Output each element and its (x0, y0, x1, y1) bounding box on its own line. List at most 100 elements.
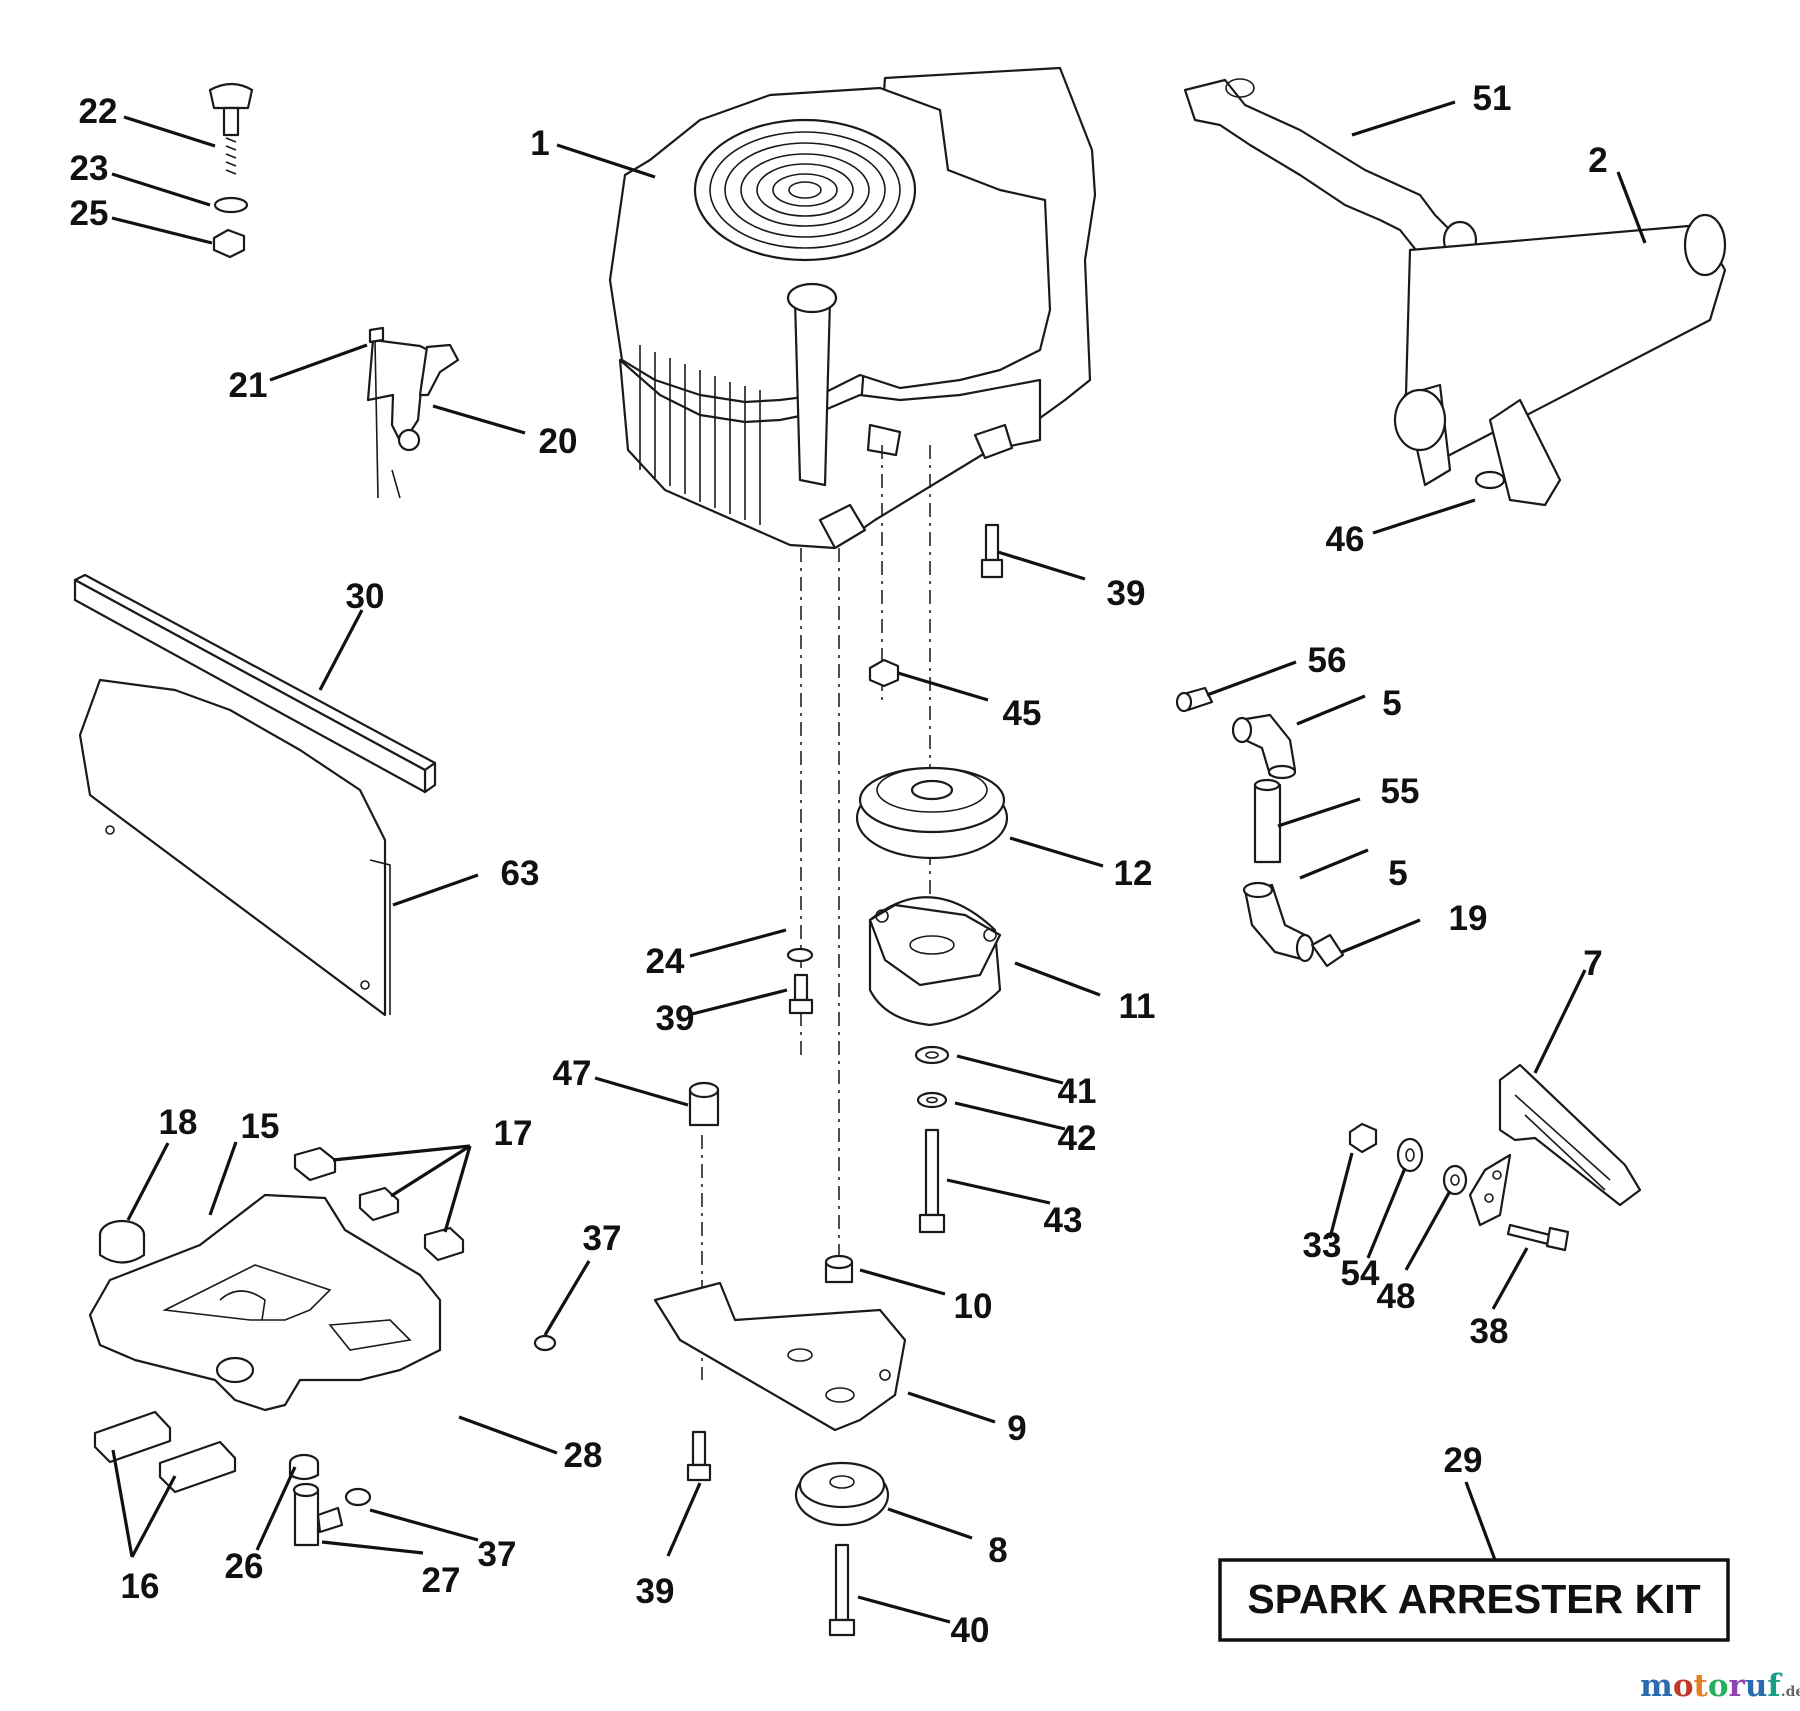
leader-26 (255, 1466, 297, 1551)
callout-2: 2 (1588, 141, 1607, 180)
callout-8: 8 (988, 1531, 1007, 1570)
panel-part (78, 678, 391, 1017)
callout-45: 45 (1003, 694, 1042, 733)
pad-17c-part (423, 1226, 465, 1262)
clamp-37a-part (533, 1334, 557, 1352)
pad-16a-part (93, 1410, 172, 1464)
callout-24: 24 (646, 942, 685, 981)
callout-5b: 5 (1388, 854, 1407, 893)
washer-48-part (1442, 1164, 1468, 1196)
nut-33-part (1348, 1122, 1378, 1154)
bolt-39-bottom-part (686, 1430, 712, 1482)
leader-24 (689, 928, 787, 958)
leader-38 (1491, 1247, 1529, 1310)
callout-33: 33 (1303, 1226, 1342, 1265)
pad-17a-part (293, 1146, 337, 1182)
watermark-text: motoruf.de (1640, 1668, 1800, 1704)
callout-39b: 39 (656, 999, 695, 1038)
grommet-26-part (288, 1453, 320, 1481)
leader-1 (556, 143, 656, 179)
bolt-40-part (828, 1543, 856, 1637)
leader-10 (859, 1268, 946, 1296)
leader-39c (666, 1482, 702, 1557)
callout-47: 47 (553, 1054, 592, 1093)
bracket-9-part (653, 1281, 907, 1432)
callout-29: 29 (1444, 1441, 1483, 1480)
washer-42-part (916, 1091, 948, 1109)
leader-29 (1464, 1481, 1497, 1561)
callout-22: 22 (79, 92, 118, 131)
callout-18: 18 (159, 1103, 198, 1142)
callout-42: 42 (1058, 1119, 1097, 1158)
spark-arrester-kit-label: SPARK ARRESTER KIT (1247, 1576, 1700, 1622)
bolt-43-part (918, 1128, 946, 1234)
callout-16: 16 (121, 1567, 160, 1606)
fuel-line-28-part (383, 1342, 536, 1497)
leader-19 (1341, 918, 1421, 954)
bracket-7-part (1468, 1063, 1642, 1227)
leader-30 (318, 609, 364, 691)
bolt-39-right-part (980, 523, 1004, 579)
callout-10: 10 (954, 1287, 993, 1326)
engine-part (608, 66, 1097, 550)
callout-56: 56 (1308, 641, 1347, 680)
leader-37b (369, 1508, 479, 1542)
leader-17a (332, 1144, 471, 1162)
callout-25: 25 (70, 194, 109, 233)
callout-48: 48 (1377, 1277, 1416, 1316)
leader-12 (1009, 836, 1104, 868)
leader-7 (1533, 969, 1587, 1074)
leader-lines (111, 100, 1647, 1624)
callout-1: 1 (530, 124, 549, 163)
bushing-10-part (824, 1254, 854, 1284)
leader-54 (1366, 1167, 1407, 1259)
plug-19-part (1310, 933, 1345, 968)
nipple-56-part (1175, 686, 1214, 713)
leader-41 (956, 1054, 1064, 1085)
fuel-tank-part (88, 1193, 442, 1412)
elbow-5a-part (1231, 713, 1297, 780)
pulley-8-part (794, 1461, 890, 1527)
washer-41-part (914, 1045, 950, 1065)
pad-16b-part (158, 1440, 237, 1494)
leader-48 (1404, 1190, 1452, 1271)
leader-18 (126, 1142, 170, 1221)
callout-37a: 37 (583, 1219, 622, 1258)
callout-37b: 37 (478, 1535, 517, 1574)
leader-37a (543, 1260, 591, 1336)
leader-28 (458, 1415, 558, 1455)
callout-63: 63 (501, 854, 540, 893)
lockwasher-24-part (786, 947, 814, 963)
knob-bolt-part (208, 82, 254, 259)
spark-arrester-kit-box: SPARK ARRESTER KIT (1218, 1558, 1730, 1642)
leader-55 (1277, 797, 1361, 828)
leader-20 (432, 404, 526, 435)
leader-5b (1299, 848, 1369, 880)
leader-8 (887, 1507, 973, 1540)
leader-46 (1372, 498, 1476, 535)
callout-38: 38 (1470, 1312, 1509, 1351)
callout-11: 11 (1119, 987, 1156, 1026)
leader-15 (208, 1141, 238, 1216)
leader-56 (1206, 660, 1297, 697)
leader-16b (130, 1475, 177, 1558)
leader-33 (1328, 1152, 1354, 1239)
callout-9: 9 (1007, 1409, 1026, 1448)
pad-17b-part (358, 1186, 400, 1222)
leader-25 (111, 216, 213, 245)
callout-21: 21 (229, 366, 268, 405)
callout-39a: 39 (1107, 574, 1146, 613)
callout-54: 54 (1341, 1254, 1380, 1293)
callout-5a: 5 (1382, 684, 1401, 723)
callout-7: 7 (1583, 944, 1602, 983)
callout-55: 55 (1381, 772, 1420, 811)
leader-27 (321, 1540, 424, 1555)
callout-20: 20 (539, 422, 578, 461)
clutch-11-part (868, 896, 1002, 1027)
callout-26: 26 (225, 1547, 264, 1586)
leader-17c (443, 1145, 472, 1233)
muffler-part (1393, 213, 1727, 507)
exhaust-pipe-part (1183, 78, 1478, 260)
bolt-39-center-part (788, 973, 814, 1015)
